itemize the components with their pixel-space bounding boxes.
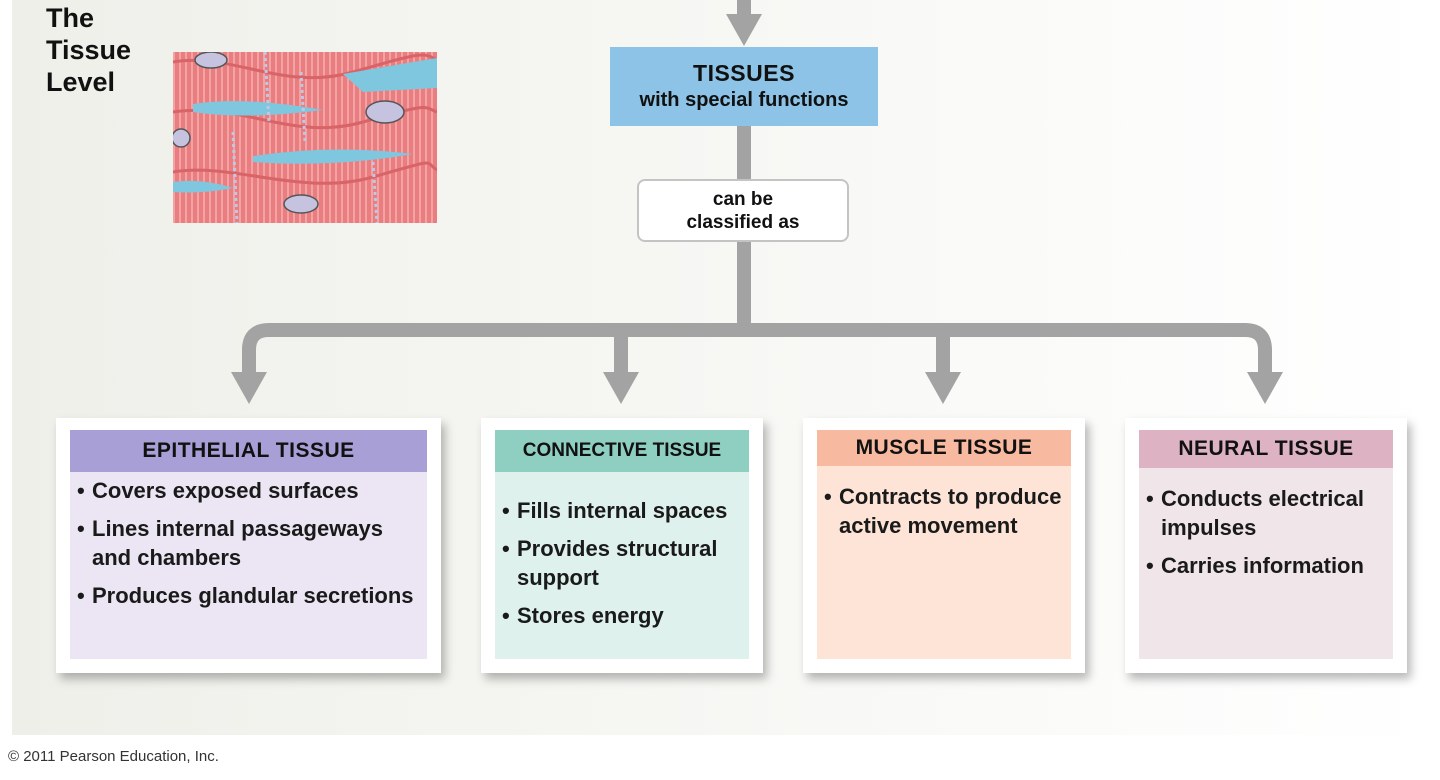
tissues-box: TISSUES with special functions xyxy=(610,47,878,126)
muscle-tissue-header: MUSCLE TISSUE xyxy=(817,430,1071,466)
epithelial-tissue-body: Covers exposed surfaces Lines internal p… xyxy=(70,472,427,659)
epithelial-item-3: Produces glandular secretions xyxy=(70,581,427,610)
muscle-item-1: Contracts to produce active movement xyxy=(817,482,1071,540)
neural-item-1: Conducts electrical impulses xyxy=(1139,484,1393,542)
muscle-tissue-card: MUSCLE TISSUE Contracts to produce activ… xyxy=(803,418,1085,673)
connective-tissue-body: Fills internal spaces Provides structura… xyxy=(495,472,749,659)
neural-tissue-header: NEURAL TISSUE xyxy=(1139,430,1393,468)
title-line-1: The xyxy=(46,3,95,33)
connective-tissue-card: CONNECTIVE TISSUE Fills internal spaces … xyxy=(481,418,763,673)
connective-item-2: Provides structural support xyxy=(495,534,749,592)
epithelial-item-1: Covers exposed surfaces xyxy=(70,476,427,505)
connective-item-3: Stores energy xyxy=(495,601,749,630)
classified-line-1: can be xyxy=(712,189,774,210)
connective-tissue-header: CONNECTIVE TISSUE xyxy=(495,430,749,472)
classified-line-2: classified as xyxy=(686,212,800,233)
epithelial-tissue-header: EPITHELIAL TISSUE xyxy=(70,430,427,472)
title-line-3: Level xyxy=(46,67,116,97)
classified-as-label: can be classified as xyxy=(637,179,849,242)
title-line-2: Tissue xyxy=(46,35,132,65)
tissues-subtitle: with special functions xyxy=(639,89,849,111)
tissues-title: TISSUES xyxy=(693,60,795,86)
connective-item-1: Fills internal spaces xyxy=(495,496,749,525)
epithelial-tissue-card: EPITHELIAL TISSUE Covers exposed surface… xyxy=(56,418,441,673)
muscle-tissue-micrograph xyxy=(173,52,437,223)
epithelial-item-2: Lines internal passageways and chambers xyxy=(70,514,427,572)
neural-tissue-card: NEURAL TISSUE Conducts electrical impuls… xyxy=(1125,418,1407,673)
neural-item-2: Carries information xyxy=(1139,551,1393,580)
neural-tissue-body: Conducts electrical impulses Carries inf… xyxy=(1139,468,1393,659)
copyright-notice: © 2011 Pearson Education, Inc. xyxy=(8,748,219,765)
diagram-title: The Tissue Level xyxy=(46,2,176,98)
muscle-tissue-body: Contracts to produce active movement xyxy=(817,466,1071,659)
